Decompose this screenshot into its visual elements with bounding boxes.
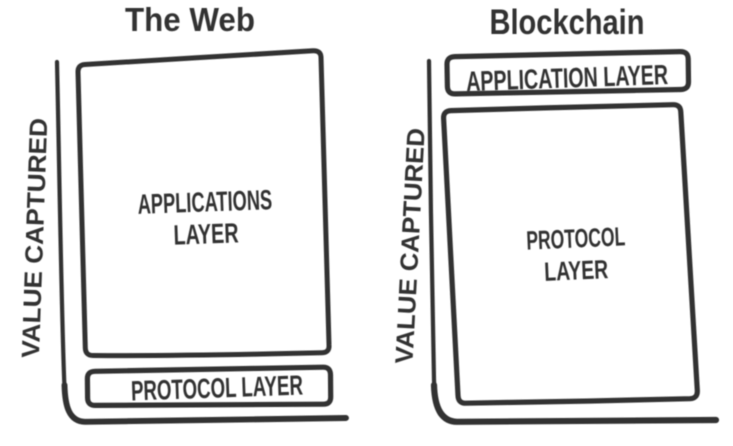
- svg-text:The Web: The Web: [125, 2, 255, 39]
- svg-text:Blockchain: Blockchain: [490, 3, 645, 42]
- svg-text:PROTOCOL LAYER: PROTOCOL LAYER: [130, 370, 303, 407]
- svg-text:APPLICATIONS: APPLICATIONS: [137, 184, 272, 220]
- svg-text:LAYER: LAYER: [544, 254, 609, 287]
- svg-text:LAYER: LAYER: [173, 217, 239, 250]
- svg-text:PROTOCOL: PROTOCOL: [526, 221, 626, 255]
- svg-text:APPLICATION LAYER: APPLICATION LAYER: [466, 59, 669, 97]
